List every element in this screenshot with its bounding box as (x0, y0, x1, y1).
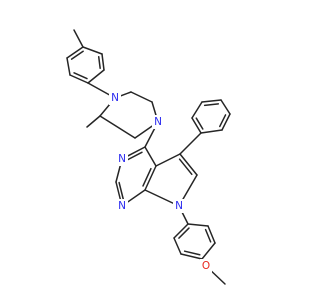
double-bond-inner (178, 158, 193, 176)
bond (66, 57, 71, 76)
bond (173, 223, 189, 239)
bond (179, 132, 202, 155)
double-bond-inner (97, 56, 101, 70)
bond (86, 115, 101, 128)
double-bond-inner (178, 227, 190, 239)
bond (99, 115, 136, 139)
bond (66, 46, 84, 59)
atom-n-piperazine-aryl: N (111, 92, 119, 104)
double-bond-inner (118, 181, 125, 201)
bond (155, 153, 181, 167)
bond (73, 29, 84, 48)
atom-n-pyrimidine-3: N (118, 153, 126, 165)
bond (221, 113, 231, 131)
double-bond-inner (195, 117, 204, 130)
bond (82, 46, 103, 55)
bond (187, 223, 209, 227)
atom-n-piperazine-core: N (154, 116, 162, 128)
molecule-structure: N N N N N O (66, 29, 231, 285)
double-bond-inner (204, 228, 212, 243)
bond (201, 242, 216, 260)
atom-n-pyrimidine-1: N (118, 200, 126, 212)
atom-n-pyrrole-7: N (175, 200, 183, 212)
bond (144, 146, 157, 167)
bond (207, 225, 216, 244)
bond (179, 153, 198, 176)
bond (87, 69, 105, 84)
bond (201, 99, 222, 103)
bond (191, 117, 202, 134)
double-bond-inner (142, 167, 152, 187)
double-bond-inner (203, 103, 220, 107)
bond (130, 91, 153, 103)
bond (173, 237, 182, 255)
atom-labels: N N N N N O (109, 91, 212, 273)
bond (191, 101, 203, 119)
double-bond-inner (124, 151, 143, 162)
double-bond-inner (183, 250, 201, 256)
bond-lines (66, 29, 231, 285)
bond (101, 53, 105, 71)
double-bond-inner (219, 114, 227, 128)
double-bond-inner (73, 72, 88, 80)
double-bond-inner (70, 50, 84, 60)
bond (180, 253, 203, 260)
bond (200, 129, 223, 134)
bond (69, 74, 89, 84)
bond (144, 165, 157, 191)
bond (220, 99, 231, 115)
atom-o-methoxy: O (202, 260, 210, 272)
